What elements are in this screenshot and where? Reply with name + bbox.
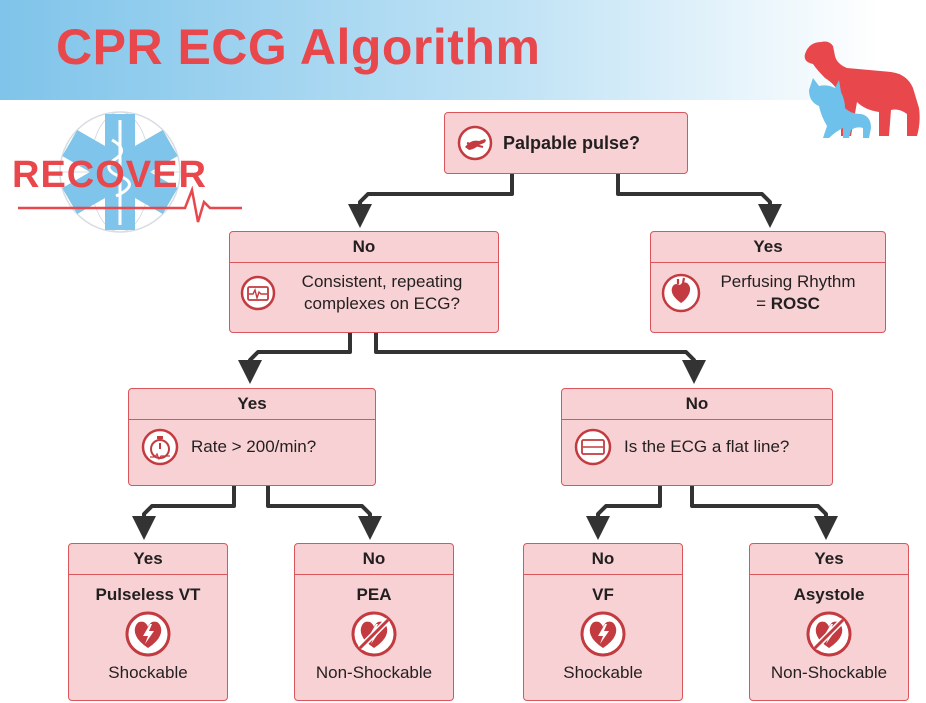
dog-cat-icon	[804, 41, 920, 138]
header-band	[0, 0, 926, 100]
rate-question: Rate > 200/min?	[191, 437, 317, 456]
rosc-box: Yes Perfusing Rhythm = ROSC	[650, 231, 886, 333]
star-of-life-icon	[18, 111, 242, 233]
rosc-label: ROSC	[770, 294, 820, 313]
answer-label: No	[562, 389, 832, 420]
shock-status: Non-Shockable	[770, 663, 888, 682]
rhythm-name: Asystole	[793, 585, 865, 604]
non-shockable-icon	[806, 611, 852, 657]
arrow-top-to-yes	[616, 174, 782, 228]
answer-label: No	[524, 544, 682, 575]
rate-check-box: Yes Rate > 200/min?	[128, 388, 376, 486]
answer-label: No	[230, 232, 498, 263]
rhythm-name: Pulseless VT	[95, 585, 201, 604]
answer-label: No	[295, 544, 453, 575]
rhythm-name: VF	[592, 585, 614, 604]
pulse-question: Palpable pulse?	[503, 133, 641, 153]
arrow-rate-to-yes	[132, 486, 236, 540]
no-pulse-box: No Consistent, repeating complexes on EC…	[229, 231, 499, 333]
non-shockable-icon	[351, 611, 397, 657]
logo-text: RECOVER	[12, 154, 207, 196]
heart-icon	[661, 273, 701, 313]
answer-label: Yes	[750, 544, 908, 575]
flat-line-monitor-icon	[574, 428, 612, 466]
complexes-question: Consistent, repeating complexes on ECG?	[301, 272, 463, 313]
recover-logo: RECOVER	[10, 110, 245, 250]
shock-status: Shockable	[563, 663, 643, 682]
flat-line-check-box: No Is the ECG a flat line?	[561, 388, 833, 486]
leaf-pea: No PEA Non-Shockable	[294, 543, 454, 701]
arrow-flat-to-yes	[690, 486, 838, 540]
rosc-prefix: =	[756, 294, 771, 313]
leaf-vf: No VF Shockable	[523, 543, 683, 701]
shockable-icon	[580, 611, 626, 657]
answer-label: Yes	[651, 232, 885, 263]
shock-status: Shockable	[108, 663, 188, 682]
leaf-asystole: Yes Asystole Non-Shockable	[749, 543, 909, 701]
arrow-no-to-no	[374, 333, 706, 384]
answer-label: Yes	[69, 544, 227, 575]
shockable-icon	[125, 611, 171, 657]
rosc-rhythm-text: Perfusing Rhythm	[720, 272, 856, 291]
ecg-monitor-icon	[240, 275, 276, 311]
flat-line-question: Is the ECG a flat line?	[624, 437, 790, 456]
arrow-rate-to-no	[266, 486, 382, 540]
pulse-hand-icon	[457, 125, 493, 161]
arrow-no-to-yes	[238, 333, 352, 384]
shock-status: Non-Shockable	[315, 663, 433, 682]
stopwatch-icon	[141, 428, 179, 466]
rhythm-name: PEA	[356, 585, 392, 604]
pulse-check-box: Palpable pulse?	[444, 112, 688, 174]
page-title: CPR ECG Algorithm	[56, 19, 541, 75]
arrow-top-to-no	[348, 174, 514, 228]
arrow-flat-to-no	[586, 486, 662, 540]
leaf-pulseless-vt: Yes Pulseless VT Shockable	[68, 543, 228, 701]
answer-label: Yes	[129, 389, 375, 420]
pets-illustration	[795, 32, 925, 140]
